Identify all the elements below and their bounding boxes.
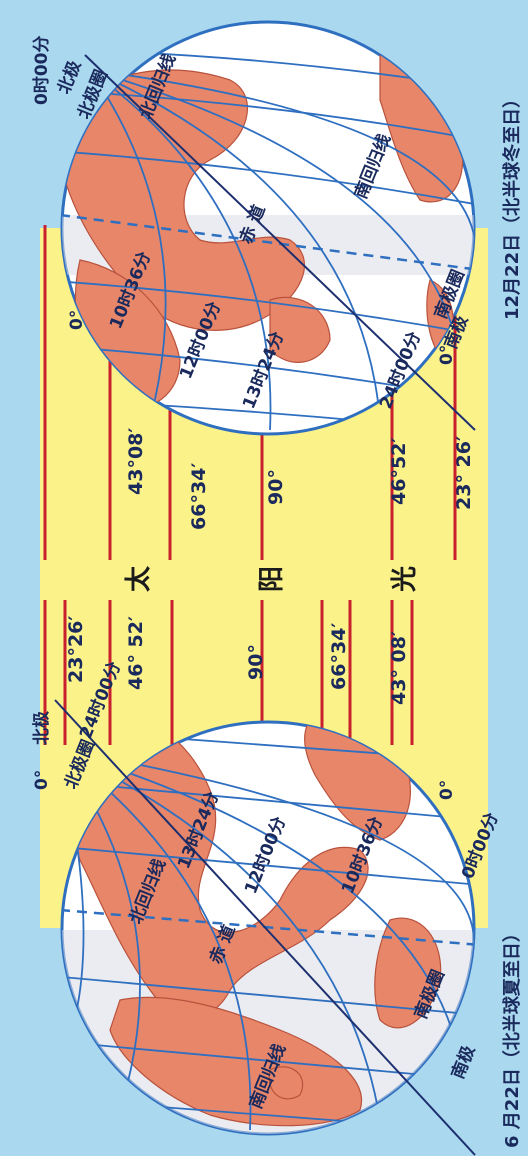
- globe-december: 0时00分 北极 北极圈 北回归线 0° 10时36分 赤 道 12时00分 南…: [32, 20, 476, 436]
- dec-time-top: 0时00分: [32, 36, 52, 106]
- equator-line-june: [62, 908, 474, 947]
- june-deg0-bottom: 0°: [437, 780, 457, 800]
- sun-rays-june: [43, 600, 414, 745]
- june-angle-4: 66°34′: [328, 623, 350, 690]
- june-angle-3: 90°: [245, 644, 267, 680]
- earth-axis-june: [54, 699, 476, 1156]
- equator-line-december: [62, 213, 474, 272]
- sun-char-2: 阳: [257, 566, 287, 592]
- june-angle-1: 23°26′: [65, 616, 87, 683]
- dec-north-pole-label: 北极: [54, 58, 85, 97]
- dec-deg0-top: 0°: [67, 310, 87, 330]
- dec-angle-5: 23° 26′: [453, 436, 475, 510]
- june-north-pole-label: 北极: [32, 711, 52, 745]
- june-deg0-top: 0°: [32, 770, 52, 790]
- earth-axis-december: [84, 54, 476, 431]
- dec-angle-3: 90°: [265, 469, 287, 505]
- dec-angle-2: 66°34′: [188, 463, 210, 530]
- caption-december: 12月22日（北半球冬至日）: [501, 90, 523, 320]
- dec-angle-1: 43°08′: [125, 428, 147, 495]
- june-angle-5: 43° 08′: [388, 631, 410, 705]
- june-angle-2: 46° 52′: [125, 616, 147, 690]
- dec-deg0-bottom: 0°: [437, 345, 457, 365]
- sun-char-3: 光: [390, 566, 420, 593]
- sun-char-1: 太: [124, 565, 154, 592]
- dec-angle-4: 46°52′: [388, 438, 410, 505]
- june-south-pole-label: 南极: [447, 1042, 479, 1081]
- caption-june: 6 月22日（北半球夏至日）: [501, 924, 523, 1148]
